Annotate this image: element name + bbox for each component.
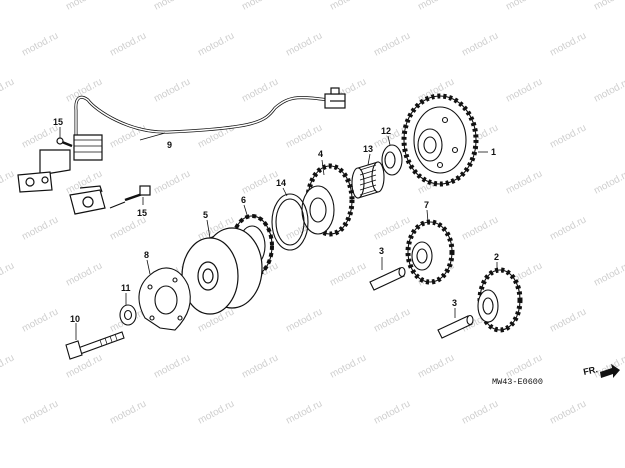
watermark-text: motod.ru (240, 0, 280, 13)
watermark-text: motod.ru (20, 30, 60, 58)
watermark-text: motod.ru (196, 398, 236, 426)
watermark-text: motod.ru (548, 122, 588, 150)
watermark-text: motod.ru (64, 76, 104, 104)
watermark-text: motod.ru (284, 306, 324, 334)
watermark-text: motod.ru (0, 168, 16, 196)
diagram-code: MW43-E0600 (492, 377, 543, 387)
watermark-text: motod.ru (152, 352, 192, 380)
watermark-text: motod.ru (548, 30, 588, 58)
watermark-text: motod.ru (0, 0, 16, 13)
front-arrow-icon (600, 364, 620, 378)
shaft-3-lower (437, 314, 474, 339)
watermark-text: motod.ru (372, 30, 412, 58)
front-direction-indicator: FR. (582, 364, 620, 378)
watermark-text: motod.ru (460, 398, 500, 426)
part-number-9: 9 (167, 140, 172, 150)
watermark-text: motod.ru (0, 76, 16, 104)
watermark-text: motod.ru (108, 30, 148, 58)
part-number-8: 8 (144, 250, 149, 260)
part-number-15-lower: 15 (137, 208, 147, 218)
watermark-text: motod.ru (504, 168, 544, 196)
watermark-text: motod.ru (284, 398, 324, 426)
leader-lines (59, 127, 498, 340)
watermark-text: motod.ru (416, 0, 456, 13)
part-number-3-lower: 3 (452, 298, 457, 308)
part-number-3-upper: 3 (379, 246, 384, 256)
part-number-5: 5 (203, 210, 208, 220)
watermark-text: motod.ru (284, 122, 324, 150)
watermark-text: motod.ru (64, 260, 104, 288)
watermark-text: motod.ru (416, 352, 456, 380)
shaft-3-upper (369, 266, 406, 291)
watermark-text: motod.ru (592, 76, 625, 104)
plate-8 (138, 267, 191, 331)
needle-bearing-13 (351, 161, 385, 199)
watermark-text: motod.ru (504, 76, 544, 104)
watermark-text: motod.ru (0, 260, 16, 288)
watermark-text: motod.ru (592, 168, 625, 196)
watermark-text: motod.ru (548, 214, 588, 242)
gear-2 (477, 267, 523, 333)
watermark-text: motod.ru (504, 0, 544, 13)
watermark-text: motod.ru (328, 352, 368, 380)
watermark-text: motod.ru (240, 76, 280, 104)
part-number-labels: 1 2 3 3 4 5 6 7 8 9 10 11 12 13 14 15 15 (53, 117, 499, 324)
watermark-text: motod.ru (372, 306, 412, 334)
part-number-13: 13 (363, 144, 373, 154)
watermark-text: motod.ru (592, 352, 625, 380)
washer-11 (119, 304, 137, 326)
watermark-text: motod.ru (548, 306, 588, 334)
part-number-7: 7 (424, 200, 429, 210)
bolt-10 (65, 331, 125, 360)
watermark-text: motod.ru (20, 306, 60, 334)
watermark-text: motod.ru (240, 352, 280, 380)
snap-ring-14 (271, 193, 309, 251)
front-label: FR. (582, 364, 598, 377)
part-number-11: 11 (121, 283, 131, 293)
gear-1 (401, 93, 479, 187)
pulse-generator-assembly (17, 87, 346, 215)
watermark-text: motod.ru (152, 168, 192, 196)
watermark-text: motod.ru (372, 214, 412, 242)
washer-12 (381, 144, 403, 176)
part-number-2: 2 (494, 252, 499, 262)
watermark-text: motod.ru (592, 0, 625, 13)
watermark-text: motod.ru (328, 260, 368, 288)
watermark-text: motod.ru (592, 260, 625, 288)
watermark-text: motod.ru (196, 30, 236, 58)
watermark-text: motod.ru (372, 398, 412, 426)
watermark-text: motod.ru (460, 30, 500, 58)
part-number-4: 4 (318, 149, 323, 159)
part-number-1: 1 (491, 147, 496, 157)
part-number-15-upper: 15 (53, 117, 63, 127)
watermark-text: motod.ru (460, 214, 500, 242)
watermark-text: motod.ru (152, 76, 192, 104)
watermark-text: motod.ru (240, 168, 280, 196)
watermark-text: motod.ru (0, 352, 16, 380)
watermark-text: motod.ru (152, 0, 192, 13)
watermark-text: motod.ru (108, 214, 148, 242)
watermark-text: motod.ru (328, 0, 368, 13)
part-number-10: 10 (70, 314, 80, 324)
watermark-text: motod.ru (20, 214, 60, 242)
gear-4 (301, 163, 355, 237)
watermark-text: motod.ru (20, 398, 60, 426)
part-number-14: 14 (276, 178, 286, 188)
watermark-text: motod.ru (548, 398, 588, 426)
part-number-12: 12 (381, 126, 391, 136)
flywheel-5 (181, 227, 263, 315)
watermark-text: motod.ru (108, 398, 148, 426)
gear-7 (405, 219, 455, 285)
watermark-text: motod.ru (64, 0, 104, 13)
watermark-text: motod.ru (284, 30, 324, 58)
part-number-6: 6 (241, 195, 246, 205)
